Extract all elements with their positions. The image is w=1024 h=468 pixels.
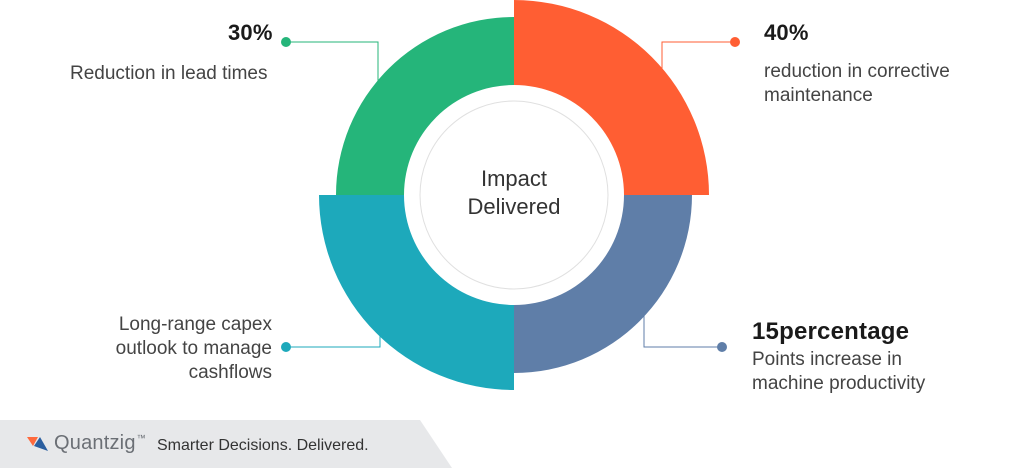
description-line: outlook to manage [115,338,272,359]
center-disc [419,100,609,290]
callout-value: 40% [764,20,809,45]
segment-capex-outlook [319,195,514,390]
brand-text: Quantzig [54,432,136,454]
connector-lead-times-dot [281,37,291,47]
description-line: Reduction in lead times [70,63,268,84]
connector-corrective-maintenance [661,41,735,95]
description-line: Points increase in [752,349,902,370]
connector-machine-productivity-dot [717,342,727,352]
center-label-line-1: Impact [480,166,548,191]
center-label-line-2: Delivered [467,194,561,219]
description-line: cashflows [188,362,272,383]
brand-name: Quantzig™ [54,432,146,455]
description-line: machine productivity [752,373,926,394]
footer-banner [0,420,468,468]
connector-capex-outlook [286,300,381,348]
callout-description: Points increase in machine productivity [752,348,1012,396]
footer-background [0,420,452,468]
description-line: Long-range capex [118,314,272,335]
tagline: Smarter Decisions. Delivered. [157,437,369,454]
quantzig-logo-icon [27,436,48,451]
segment-corrective-maintenance [514,0,709,195]
description-line: reduction in corrective [764,61,950,82]
trademark: ™ [136,433,146,444]
quantzig-logo: Quantzig™ [26,432,146,455]
callout-value: 15percentage [752,318,910,345]
description-line: maintenance [764,85,873,106]
connector-corrective-maintenance-dot [730,37,740,47]
callout-description: Reduction in lead times [70,62,268,86]
center-label: Impact Delivered [432,165,596,221]
connector-machine-productivity [643,300,722,348]
segment-machine-productivity [514,195,692,373]
callout-description: Long-range capex outlook to manage cashf… [82,313,272,385]
connector-capex-outlook-dot [281,342,291,352]
callout-description: reduction in corrective maintenance [764,60,1014,108]
segment-lead-times [336,17,514,195]
callout-value: 30% [228,20,273,45]
connector-lead-times [286,41,379,95]
